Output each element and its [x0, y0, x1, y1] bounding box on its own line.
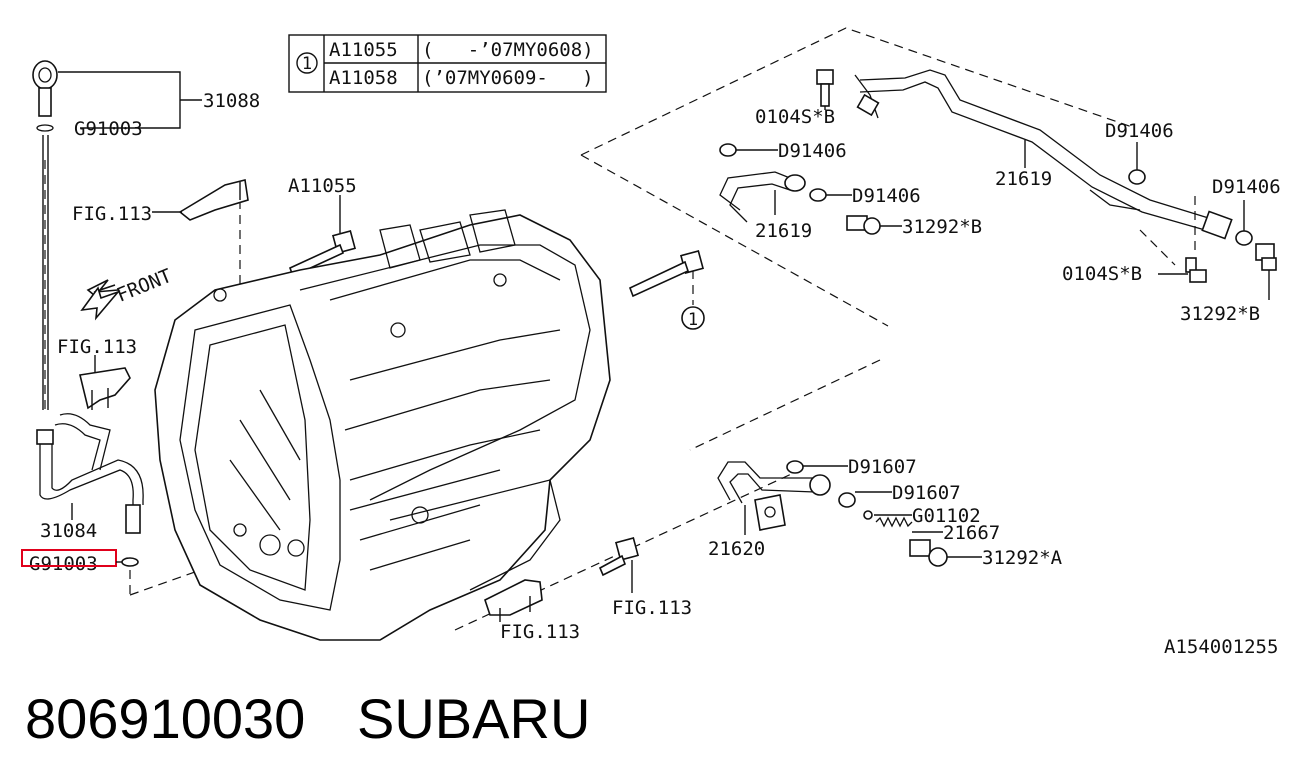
label-31292B-b: 31292*B [1180, 303, 1260, 325]
label-circle-1: 1 [688, 310, 698, 330]
label-21667: 21667 [943, 522, 1000, 544]
label-31088: 31088 [203, 90, 260, 112]
variant-table: 1 A11055 ( -’07MY0608) A11058 (’07MY0609… [288, 34, 607, 93]
bolt-FIG113-lower [598, 536, 640, 577]
label-0104SB-bottom: 0104S*B [1062, 263, 1142, 285]
label-D91607-a: D91607 [848, 456, 917, 478]
lower-bracket [484, 579, 543, 622]
table-row-part: A11055 [329, 39, 398, 61]
label-FIG113-lower-left: FIG.113 [500, 621, 580, 643]
table-marker: 1 [302, 54, 312, 74]
washer-D91607-a [786, 460, 804, 474]
label-FIG113-upper: FIG.113 [72, 203, 152, 225]
label-21619-short: 21619 [755, 220, 812, 242]
label-D91607-b: D91607 [892, 482, 961, 504]
washer-D91406-d [1235, 230, 1253, 246]
union-bolt-31292A [909, 539, 948, 567]
footer-part-number: 806910030 [25, 687, 305, 750]
dipstick-tube [36, 413, 144, 595]
label-A11055: A11055 [288, 175, 357, 197]
label-0104SB-top: 0104S*B [755, 106, 835, 128]
upper-bolt-0104S [816, 69, 834, 107]
spring-21667 [875, 516, 913, 528]
washer-D91406-c [1128, 169, 1146, 185]
label-21620: 21620 [708, 538, 765, 560]
ref-circle-1 [681, 306, 705, 330]
table-row-part: A11058 [329, 67, 398, 89]
label-D91406-b: D91406 [852, 185, 921, 207]
bolt-ref-1 [628, 249, 705, 330]
pipe-21619-short [719, 171, 806, 223]
table-row-range: (’07MY0609- ) [422, 67, 594, 89]
footer-brand: SUBARU [357, 687, 590, 750]
front-arrow-icon [80, 279, 121, 321]
label-D91406-d: D91406 [1212, 176, 1281, 198]
upper-bracket [178, 179, 249, 221]
pipe-21619-long [854, 69, 1233, 240]
label-G01102: G01102 [912, 505, 981, 527]
pipe-21620 [717, 461, 831, 531]
label-D91406-c: D91406 [1105, 120, 1174, 142]
label-G91003-top: G91003 [74, 118, 143, 140]
label-31292B-a: 31292*B [902, 216, 982, 238]
label-21619-long: 21619 [995, 168, 1052, 190]
washer-D91607-b [838, 492, 856, 508]
washer-D91406-a [719, 143, 737, 157]
label-FIG113-side: FIG.113 [57, 336, 137, 358]
dipstick-assembly [32, 60, 58, 410]
table-marker-circle [296, 52, 318, 74]
diagram-code: A154001255 [1164, 636, 1278, 658]
union-bolt-31292B-b [1255, 243, 1277, 271]
table-row-range: ( -’07MY0608) [422, 39, 594, 61]
label-G91003-bottom: G91003 [29, 553, 98, 575]
label-FIG113-lower-right: FIG.113 [612, 597, 692, 619]
highlight-box [21, 549, 117, 567]
label-D91406-a: D91406 [778, 140, 847, 162]
label-31084: 31084 [40, 520, 97, 542]
washer-D91406-b [809, 188, 827, 202]
label-front: FRONT [114, 265, 175, 307]
ball-G01102 [863, 510, 873, 520]
union-bolt-31292B-a [846, 215, 881, 235]
label-31292A: 31292*A [982, 547, 1063, 569]
lower-bolt-0104S [1185, 257, 1207, 283]
side-bracket [79, 367, 131, 410]
transmission-case [154, 209, 611, 641]
